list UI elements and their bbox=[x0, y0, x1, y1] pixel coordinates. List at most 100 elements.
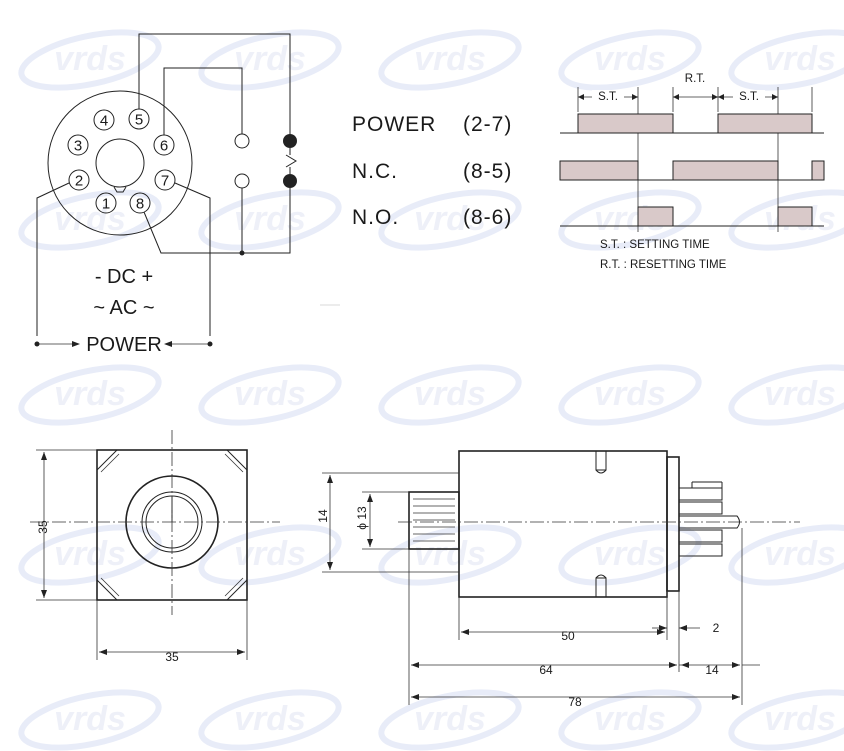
watermark-logo: vrds bbox=[198, 189, 342, 251]
watermark-text: vrds bbox=[54, 40, 126, 78]
watermark-logo: vrds bbox=[728, 689, 844, 751]
wire-pin2-power bbox=[36, 182, 70, 336]
power-pulse-1 bbox=[577, 113, 674, 134]
watermark-logo: vrds bbox=[378, 689, 522, 751]
contact-terminal-no bbox=[234, 133, 250, 149]
watermark-text: vrds bbox=[234, 375, 306, 413]
side-shaft bbox=[408, 491, 460, 550]
pin-5: 5 bbox=[128, 108, 150, 130]
pin-2-dim: 2 bbox=[713, 621, 720, 635]
power-pulse-2 bbox=[717, 113, 813, 134]
watermark-logo: vrds bbox=[378, 189, 522, 251]
watermark-text: vrds bbox=[594, 700, 666, 738]
watermark-text: vrds bbox=[764, 375, 836, 413]
contact-no-pins: (8-6) bbox=[463, 206, 512, 229]
watermark-text: vrds bbox=[764, 700, 836, 738]
watermark-logo: vrds bbox=[558, 29, 702, 91]
watermark-text: vrds bbox=[414, 375, 486, 413]
front-width-dim: 35 bbox=[165, 650, 179, 664]
watermark-text: vrds bbox=[54, 375, 126, 413]
watermark-text: vrds bbox=[594, 535, 666, 573]
contact-labels: POWER (2-7) N.C. (8-5) N.O. (8-6) bbox=[352, 113, 512, 229]
shaft-knurl bbox=[413, 498, 455, 542]
watermark-text: vrds bbox=[594, 40, 666, 78]
watermark-text: vrds bbox=[594, 375, 666, 413]
watermark-logo: vrds bbox=[18, 689, 162, 751]
watermark-logo: vrds bbox=[378, 29, 522, 91]
watermark-logo: vrds bbox=[198, 364, 342, 426]
nc-pulse-2 bbox=[672, 160, 779, 181]
watermark-text: vrds bbox=[764, 40, 836, 78]
watermark-logo: vrds bbox=[198, 689, 342, 751]
pin-6: 6 bbox=[153, 134, 175, 156]
rt-label: R.T. bbox=[685, 73, 705, 85]
side-14-dim: 14 bbox=[316, 509, 330, 523]
pin-7-label: 7 bbox=[161, 173, 169, 190]
wire-pin8 bbox=[143, 211, 242, 254]
contact-dot-bottom bbox=[283, 174, 297, 188]
total-64-dim: 64 bbox=[539, 663, 553, 677]
watermark-logo: vrds bbox=[558, 689, 702, 751]
side-pins bbox=[679, 481, 740, 557]
nc-pulse-1 bbox=[559, 160, 639, 181]
timing-chart: S.T. R.T. S.T. S.T. : SETTING TIME R.T. … bbox=[559, 73, 825, 271]
contact-power-name: POWER bbox=[352, 113, 436, 136]
pin-6-label: 6 bbox=[160, 138, 168, 155]
st-label-1: S.T. bbox=[598, 91, 618, 103]
watermark-logo: vrds bbox=[378, 524, 522, 586]
legend-rt: R.T. : RESETTING TIME bbox=[600, 259, 727, 271]
watermark-text: vrds bbox=[414, 200, 486, 238]
watermark-layer: vrds vrds vrds vrds vrds vrds vrds vrds vrds vrds… bbox=[18, 29, 844, 751]
front-body bbox=[96, 449, 248, 601]
pin-3: 3 bbox=[67, 134, 89, 156]
wire-pin5 bbox=[138, 33, 291, 140]
pin-8-label: 8 bbox=[136, 196, 144, 213]
nc-pulse-3 bbox=[811, 160, 825, 181]
watermark-logo: vrds bbox=[18, 189, 162, 251]
watermark-logo: vrds bbox=[558, 364, 702, 426]
shaft-diameter-dim: ϕ 13 bbox=[355, 506, 369, 530]
contact-arrow bbox=[285, 154, 297, 168]
legend-st: S.T. : SETTING TIME bbox=[600, 239, 710, 251]
socket-center-hole bbox=[95, 138, 145, 188]
watermark-logo: vrds bbox=[198, 29, 342, 91]
pin-3-label: 3 bbox=[74, 138, 82, 155]
watermark-text: vrds bbox=[54, 535, 126, 573]
watermark-text: vrds bbox=[54, 200, 126, 238]
watermark-logo: vrds bbox=[728, 524, 844, 586]
watermark-text: vrds bbox=[54, 700, 126, 738]
contact-dot-top bbox=[283, 134, 297, 148]
wire-pin6 bbox=[163, 67, 243, 135]
watermark-logo: vrds bbox=[18, 364, 162, 426]
total-78-dim: 78 bbox=[568, 695, 582, 709]
pin-1-label: 1 bbox=[102, 196, 110, 213]
socket-wiring-diagram: 4 5 3 6 2 7 1 8 bbox=[34, 33, 297, 356]
ac-label: ~ AC ~ bbox=[93, 297, 154, 319]
watermark-logo: vrds bbox=[378, 364, 522, 426]
contact-no-name: N.O. bbox=[352, 206, 399, 229]
contact-nc-name: N.C. bbox=[352, 160, 398, 183]
pin-5-label: 5 bbox=[135, 112, 143, 129]
watermark-text: vrds bbox=[234, 200, 306, 238]
watermark-logo: vrds bbox=[728, 29, 844, 91]
watermark-logo: vrds bbox=[558, 524, 702, 586]
contact-nc-pins: (8-5) bbox=[463, 160, 512, 183]
watermark-text: vrds bbox=[234, 40, 306, 78]
watermark-logo: vrds bbox=[728, 364, 844, 426]
body-50-dim: 50 bbox=[561, 629, 575, 643]
st-label-2: S.T. bbox=[739, 91, 759, 103]
power-label: POWER bbox=[86, 334, 162, 356]
wire-pin7-power bbox=[174, 182, 211, 336]
watermark-logo: vrds bbox=[198, 524, 342, 586]
pin-7: 7 bbox=[154, 169, 176, 191]
watermark-text: vrds bbox=[234, 535, 306, 573]
watermark-logo: vrds bbox=[18, 29, 162, 91]
pin-2-label: 2 bbox=[75, 173, 83, 190]
front-height-dim: 35 bbox=[36, 520, 50, 534]
watermark-text: vrds bbox=[414, 700, 486, 738]
side-collar bbox=[666, 456, 680, 592]
no-pulse-2 bbox=[777, 206, 813, 227]
side-view: 14 ϕ 13 50 2 64 14 78 bbox=[316, 450, 800, 709]
pin-14-dim: 14 bbox=[705, 663, 719, 677]
